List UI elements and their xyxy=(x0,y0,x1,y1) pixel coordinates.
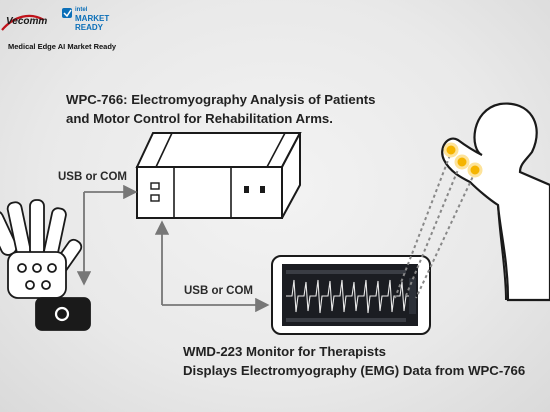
lower-connection-label: USB or COM xyxy=(184,285,253,297)
badge-line3: READY xyxy=(75,23,104,32)
monitor-caption: WMD-223 Monitor for Therapists Displays … xyxy=(183,342,525,380)
robotic-hand-icon xyxy=(0,199,91,331)
patient-figure-icon xyxy=(441,102,550,302)
signal-lines xyxy=(394,149,476,299)
emg-waveform xyxy=(286,279,410,314)
upper-connection-label: USB or COM xyxy=(58,171,127,183)
title-line-2: and Motor Control for Rehabilitation Arm… xyxy=(66,111,333,126)
computer-box-icon xyxy=(135,132,302,219)
brand-logo: Vecomm intel MARKET READY xyxy=(0,6,110,38)
brand-swoosh-icon xyxy=(1,8,72,31)
lower-connection-arrow xyxy=(154,220,270,313)
diagram-title: WPC-766: Electromyography Analysis of Pa… xyxy=(66,90,376,128)
caption-line-2: Displays Electromyography (EMG) Data fro… xyxy=(183,363,526,378)
caption-line-1: WMD-223 Monitor for Therapists xyxy=(183,344,386,359)
emg-sensor-icon xyxy=(443,142,483,178)
tablet-monitor-icon xyxy=(271,255,431,335)
upper-connection-arrow xyxy=(76,184,138,286)
brand-name: Vecomm xyxy=(6,16,48,27)
badge-line2: MARKET xyxy=(75,14,110,23)
brand-tagline: Medical Edge AI Market Ready xyxy=(8,42,117,51)
badge-line1: intel xyxy=(75,7,88,13)
title-line-1: WPC-766: Electromyography Analysis of Pa… xyxy=(66,92,376,107)
